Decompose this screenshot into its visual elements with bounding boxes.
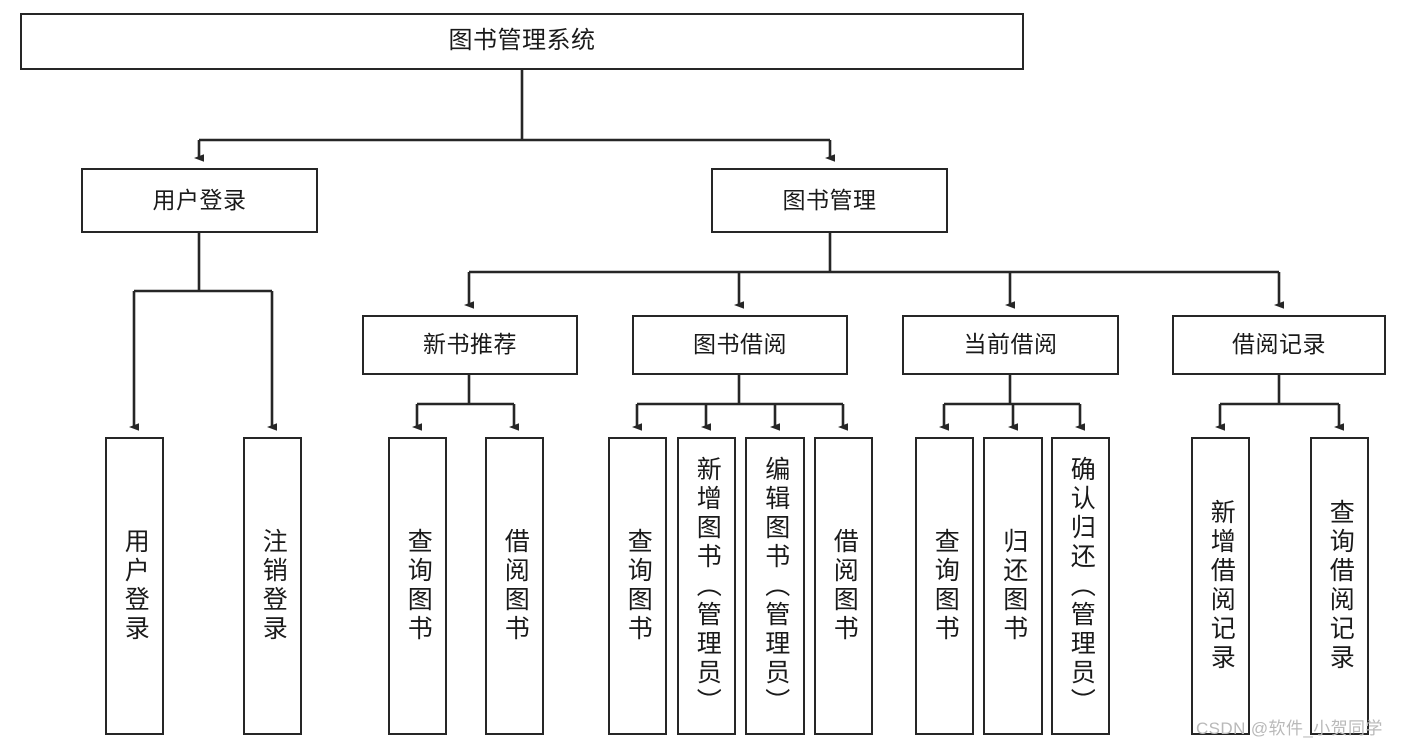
- node-leaf-user-login-label: 用户登录: [121, 528, 150, 644]
- node-leaf-return-book[interactable]: 归还图书: [983, 437, 1043, 735]
- node-leaf-borrow-book-b-label: 借阅图书: [830, 528, 859, 644]
- node-leaf-query-book-a-label: 查询图书: [404, 528, 433, 644]
- node-leaf-query-book-c[interactable]: 查询图书: [915, 437, 974, 735]
- node-new-book-recommend-label: 新书推荐: [423, 331, 517, 358]
- node-leaf-user-logout-label: 注销登录: [259, 528, 288, 644]
- node-leaf-query-book-b[interactable]: 查询图书: [608, 437, 667, 735]
- node-leaf-add-record-label: 新增借阅记录: [1207, 499, 1236, 673]
- node-leaf-user-login[interactable]: 用户登录: [105, 437, 164, 735]
- node-leaf-query-book-a[interactable]: 查询图书: [388, 437, 447, 735]
- node-leaf-return-book-label: 归还图书: [999, 528, 1028, 644]
- node-leaf-borrow-book-b[interactable]: 借阅图书: [814, 437, 873, 735]
- node-book-management-label: 图书管理: [782, 186, 877, 213]
- node-current-borrow[interactable]: 当前借阅: [902, 315, 1119, 375]
- node-leaf-confirm-return-label: 确认归还（管理员）: [1067, 455, 1096, 717]
- node-leaf-borrow-book-a-label: 借阅图书: [501, 528, 530, 644]
- node-leaf-query-book-b-label: 查询图书: [624, 528, 653, 644]
- node-leaf-query-record-label: 查询借阅记录: [1326, 499, 1355, 673]
- watermark: CSDN @软件_小贺同学: [1196, 719, 1383, 738]
- node-user-login-label: 用户登录: [152, 186, 247, 213]
- node-book-management[interactable]: 图书管理: [711, 168, 948, 233]
- node-leaf-add-book[interactable]: 新增图书（管理员）: [677, 437, 736, 735]
- node-borrow-records-label: 借阅记录: [1232, 331, 1326, 358]
- node-book-borrow[interactable]: 图书借阅: [632, 315, 848, 375]
- node-root[interactable]: 图书管理系统: [20, 13, 1024, 70]
- node-leaf-borrow-book-a[interactable]: 借阅图书: [485, 437, 544, 735]
- node-leaf-edit-book-label: 编辑图书（管理员）: [761, 455, 790, 717]
- node-user-login[interactable]: 用户登录: [81, 168, 318, 233]
- node-leaf-query-record[interactable]: 查询借阅记录: [1310, 437, 1369, 735]
- node-borrow-records[interactable]: 借阅记录: [1172, 315, 1386, 375]
- node-leaf-confirm-return[interactable]: 确认归还（管理员）: [1051, 437, 1110, 735]
- node-leaf-query-book-c-label: 查询图书: [931, 528, 960, 644]
- node-current-borrow-label: 当前借阅: [963, 331, 1058, 358]
- node-book-borrow-label: 图书借阅: [693, 331, 787, 358]
- node-leaf-user-logout[interactable]: 注销登录: [243, 437, 302, 735]
- node-leaf-add-book-label: 新增图书（管理员）: [693, 455, 722, 717]
- node-leaf-edit-book[interactable]: 编辑图书（管理员）: [745, 437, 805, 735]
- node-root-label: 图书管理系统: [448, 27, 596, 55]
- node-leaf-add-record[interactable]: 新增借阅记录: [1191, 437, 1250, 735]
- node-new-book-recommend[interactable]: 新书推荐: [362, 315, 578, 375]
